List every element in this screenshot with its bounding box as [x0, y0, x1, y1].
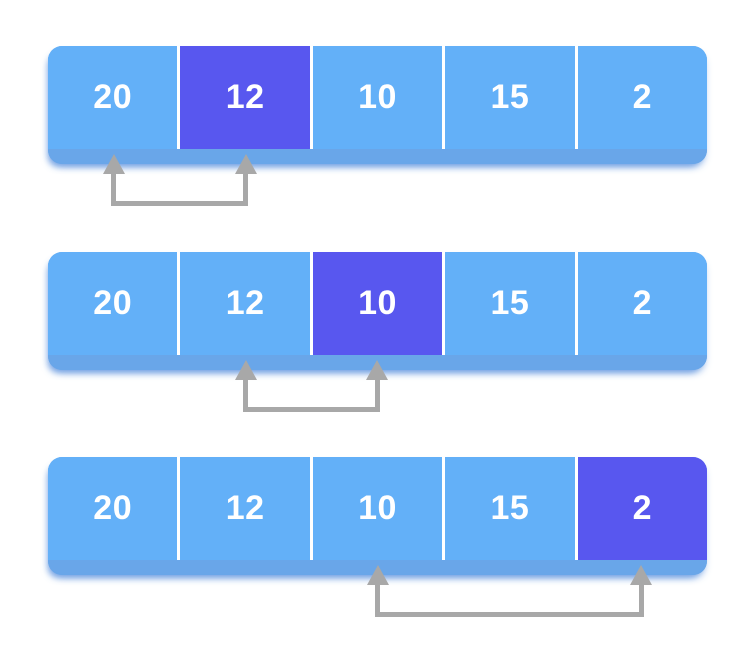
array-cell: 10 [309, 457, 443, 560]
bar-shadow-strip [48, 149, 707, 164]
array-cell: 20 [48, 457, 178, 560]
array-cell: 12 [177, 46, 310, 149]
arrow-connector [243, 377, 380, 412]
cell-value: 20 [93, 284, 133, 322]
comparison-arrow [102, 154, 257, 206]
array-cell: 15 [442, 46, 575, 149]
cell-value: 10 [358, 489, 397, 527]
comparison-arrow [366, 565, 653, 617]
comparison-arrow [234, 360, 389, 412]
array-cell: 20 [48, 46, 178, 149]
arrow-connector [375, 582, 644, 617]
array-cell: 10 [309, 252, 443, 355]
array-row: 20 12 10 15 2 [48, 46, 707, 216]
cell-value: 15 [490, 284, 530, 322]
array-cells: 20 12 10 15 2 [48, 46, 707, 149]
array-cell: 20 [48, 252, 178, 355]
cell-value: 20 [93, 78, 133, 116]
array-cell: 12 [177, 457, 310, 560]
array-row: 20 12 10 15 2 [48, 457, 707, 627]
array-cell: 2 [574, 252, 707, 355]
array-bar: 20 12 10 15 2 [48, 457, 707, 575]
arrow-up-icon [102, 154, 125, 174]
array-row: 20 12 10 15 2 [48, 252, 707, 422]
arrow-up-icon [366, 565, 389, 585]
cell-value: 15 [490, 78, 530, 116]
array-cell: 10 [309, 46, 443, 149]
cell-value: 2 [632, 489, 653, 527]
cell-value: 10 [358, 78, 397, 116]
array-cells: 20 12 10 15 2 [48, 252, 707, 355]
array-cell: 12 [177, 252, 310, 355]
array-cells: 20 12 10 15 2 [48, 457, 707, 560]
array-cell: 15 [442, 457, 575, 560]
cell-value: 12 [225, 489, 265, 527]
cell-value: 12 [225, 78, 265, 116]
array-cell: 15 [442, 252, 575, 355]
array-cell: 2 [574, 46, 707, 149]
arrow-up-icon [234, 360, 257, 380]
arrow-up-icon [234, 154, 257, 174]
cell-value: 12 [225, 284, 265, 322]
array-cell: 2 [574, 457, 707, 560]
cell-value: 2 [632, 284, 653, 322]
cell-value: 15 [490, 489, 530, 527]
cell-value: 20 [93, 489, 133, 527]
arrow-up-icon [366, 360, 389, 380]
cell-value: 10 [358, 284, 397, 322]
array-bar: 20 12 10 15 2 [48, 252, 707, 370]
array-bar: 20 12 10 15 2 [48, 46, 707, 164]
cell-value: 2 [632, 78, 653, 116]
arrow-connector [111, 171, 249, 206]
arrow-up-icon [630, 565, 653, 585]
